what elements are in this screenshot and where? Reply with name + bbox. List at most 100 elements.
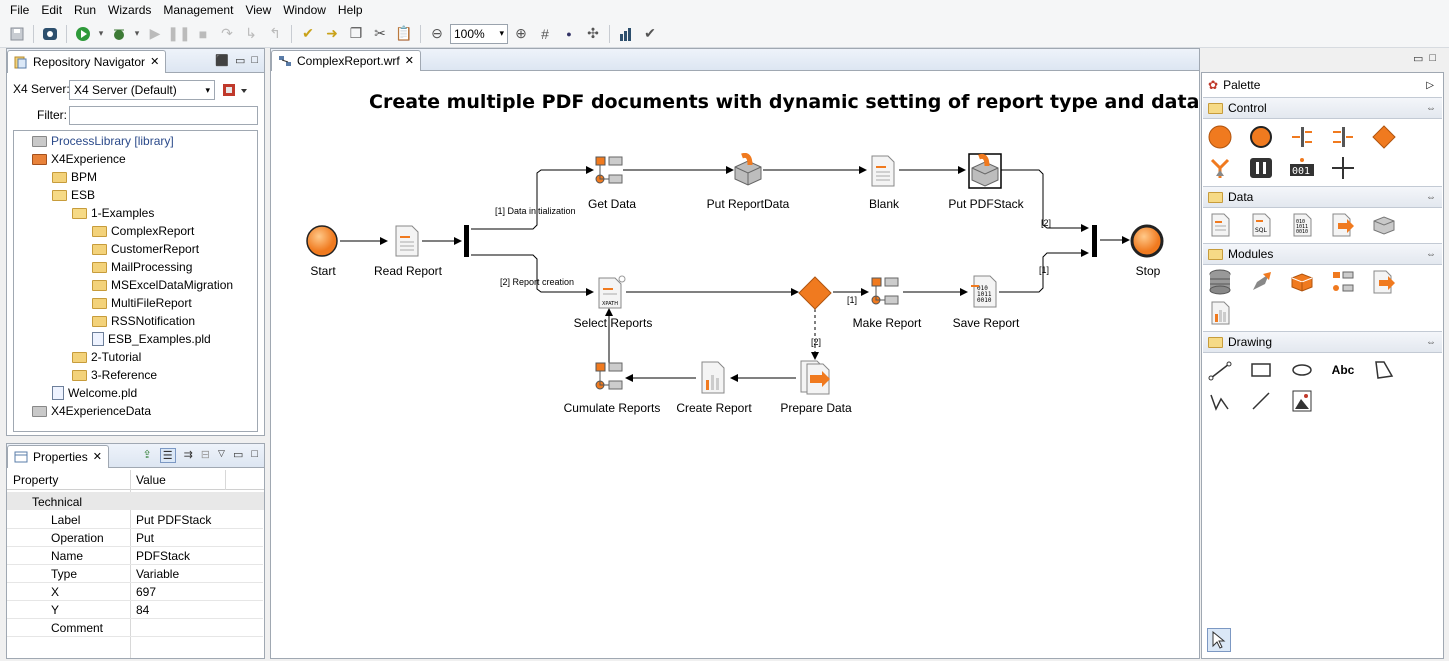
- tree-item[interactable]: X4ExperienceData: [32, 402, 151, 420]
- put-pdfstack-node[interactable]: [968, 153, 1002, 189]
- menu-file[interactable]: File: [10, 3, 30, 17]
- stop-node[interactable]: [1130, 224, 1164, 258]
- read-report-node[interactable]: [393, 225, 421, 257]
- select-reports-node[interactable]: XPATH: [597, 275, 627, 309]
- start-node[interactable]: [305, 224, 339, 258]
- tree-item[interactable]: ComplexReport: [92, 222, 194, 240]
- step-over-icon[interactable]: ↷: [221, 25, 233, 41]
- tree-item[interactable]: RSSNotification: [92, 312, 195, 330]
- cut-icon[interactable]: ✂: [374, 25, 386, 41]
- view-menu-icon[interactable]: ▽: [218, 448, 225, 458]
- stop-event-icon[interactable]: [1248, 124, 1274, 150]
- close-icon[interactable]: ✕: [92, 451, 102, 463]
- palette-section-control[interactable]: Control⇔: [1203, 97, 1442, 119]
- property-value[interactable]: 697: [136, 585, 157, 599]
- pin-icon[interactable]: ⇪: [142, 449, 152, 461]
- minimize-icon[interactable]: ▭: [1412, 53, 1424, 65]
- zoom-out-icon[interactable]: ⊖: [431, 25, 443, 41]
- step-into-icon[interactable]: ↳: [245, 25, 257, 41]
- filter-advanced-icon[interactable]: ⇉: [183, 449, 193, 461]
- tree-item[interactable]: MSExcelDataMigration: [92, 276, 233, 294]
- property-value[interactable]: 84: [136, 603, 150, 617]
- maximize-icon[interactable]: □: [1429, 52, 1436, 64]
- menu-edit[interactable]: Edit: [41, 3, 63, 17]
- resume-icon[interactable]: ▶: [149, 25, 161, 41]
- zoom-select[interactable]: 100%▾: [450, 23, 508, 44]
- variable-box-icon[interactable]: [1371, 212, 1397, 238]
- tree-item[interactable]: Welcome.pld: [52, 384, 137, 402]
- database-icon[interactable]: [1207, 269, 1233, 295]
- rectangle-tool-icon[interactable]: [1248, 357, 1274, 383]
- snap-icon[interactable]: ●: [566, 28, 572, 39]
- tree-item[interactable]: 1-Examples: [72, 204, 154, 222]
- crosshair-icon[interactable]: [1330, 155, 1356, 181]
- checkmark-icon[interactable]: ✔: [302, 25, 314, 41]
- cumulate-reports-node[interactable]: [593, 361, 625, 393]
- join-icon[interactable]: [1330, 124, 1356, 150]
- tree-item[interactable]: CustomerReport: [92, 240, 199, 258]
- polyline-tool-icon[interactable]: [1207, 388, 1233, 414]
- sync-icon[interactable]: ⬛: [215, 55, 229, 67]
- decision-icon[interactable]: [1371, 124, 1397, 150]
- sql-document-icon[interactable]: SQL: [1248, 212, 1274, 238]
- blank-node[interactable]: [869, 155, 897, 187]
- get-data-node[interactable]: [593, 155, 625, 187]
- zoom-in-icon[interactable]: ⊕: [515, 25, 527, 41]
- decision-node[interactable]: [798, 276, 832, 310]
- document-icon[interactable]: [1207, 212, 1233, 238]
- layout-icon[interactable]: ✣: [587, 25, 599, 41]
- validate-icon[interactable]: ✔: [644, 25, 656, 41]
- close-icon[interactable]: ✕: [150, 56, 160, 68]
- forward-icon[interactable]: ➜: [326, 25, 338, 41]
- fork-icon[interactable]: [1289, 124, 1315, 150]
- flow-module-icon[interactable]: [1330, 269, 1356, 295]
- make-report-node[interactable]: [869, 276, 901, 308]
- polygon-tool-icon[interactable]: [1371, 357, 1397, 383]
- pause-icon[interactable]: [1248, 155, 1274, 181]
- palette-section-data[interactable]: Data⇔: [1203, 186, 1442, 208]
- tab-repository-navigator[interactable]: Repository Navigator ✕: [7, 49, 167, 73]
- join-bar[interactable]: [1092, 225, 1097, 257]
- terminate-icon[interactable]: ■: [198, 25, 208, 42]
- grid-icon[interactable]: #: [541, 25, 549, 42]
- menu-view[interactable]: View: [245, 3, 272, 17]
- tab-complexreport[interactable]: ComplexReport.wrf ✕: [271, 49, 421, 71]
- menu-management[interactable]: Management: [163, 3, 234, 17]
- properties-group-row[interactable]: Technical: [7, 492, 264, 510]
- copy-icon[interactable]: ❐: [349, 25, 363, 41]
- split-icon[interactable]: [1207, 155, 1233, 181]
- module-box-icon[interactable]: [1289, 269, 1315, 295]
- transform-document-icon[interactable]: [1330, 212, 1356, 238]
- tree-item[interactable]: MultiFileReport: [92, 294, 192, 312]
- tree-item[interactable]: 2-Tutorial: [72, 348, 141, 366]
- tree-item[interactable]: MailProcessing: [92, 258, 192, 276]
- palette-section-modules[interactable]: Modules⇔: [1203, 243, 1442, 265]
- prepare-data-node[interactable]: [798, 359, 834, 395]
- run-dropdown-icon[interactable]: ▾: [98, 28, 104, 38]
- close-icon[interactable]: ✕: [404, 55, 414, 67]
- minimize-icon[interactable]: ▭: [232, 449, 244, 461]
- minimize-icon[interactable]: ▭: [234, 55, 246, 67]
- text-tool-icon[interactable]: Abc: [1331, 363, 1355, 377]
- create-report-node[interactable]: [699, 360, 729, 394]
- tree-item[interactable]: 3-Reference: [72, 366, 157, 384]
- select-tool-icon[interactable]: [1207, 628, 1231, 652]
- document-transform-icon[interactable]: [1371, 269, 1397, 295]
- connection-tool-icon[interactable]: [1207, 357, 1233, 383]
- filter-input[interactable]: [69, 106, 258, 125]
- tree-item[interactable]: X4Experience: [32, 150, 126, 168]
- phone-icon[interactable]: [39, 23, 61, 45]
- menu-help[interactable]: Help: [337, 3, 363, 17]
- debug-dropdown-icon[interactable]: ▾: [134, 28, 140, 38]
- menu-wizards[interactable]: Wizards: [108, 3, 152, 17]
- property-value[interactable]: PDFStack: [136, 549, 191, 563]
- debug-icon[interactable]: [108, 23, 130, 45]
- line-tool-icon[interactable]: [1248, 388, 1274, 414]
- tab-properties[interactable]: Properties ✕: [7, 444, 109, 468]
